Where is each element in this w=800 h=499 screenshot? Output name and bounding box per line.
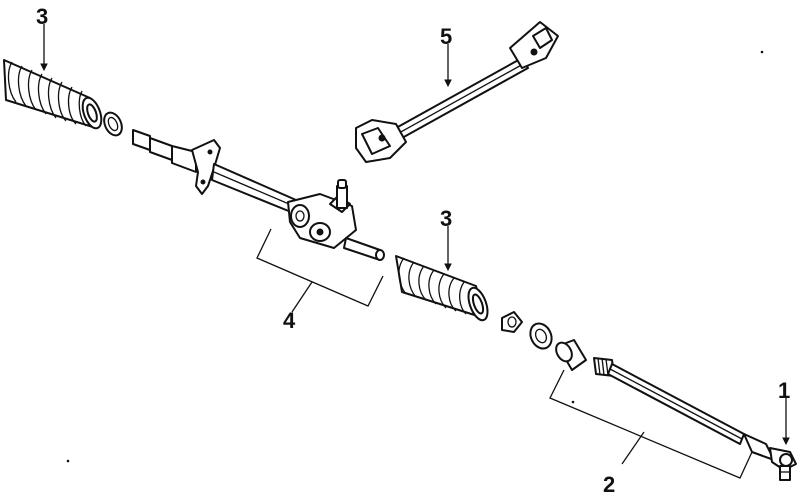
leader-lines: [40, 24, 790, 446]
callout-4-rack-gear: 4: [283, 308, 296, 333]
boot-clamp-right: [501, 311, 553, 350]
bellows-boot-right: [395, 255, 489, 322]
callout-5-intermediate-shaft: 5: [440, 24, 452, 49]
callout-3-right-boot: 3: [440, 206, 452, 231]
scan-speckles: [66, 50, 764, 463]
tie-rod: [555, 339, 745, 445]
callout-2-tie-rod: 2: [603, 472, 615, 497]
callout-1-tie-rod-end: 1: [778, 378, 790, 403]
group-bracket-2: [549, 369, 753, 479]
group-bracket-4: [256, 228, 384, 307]
rack-and-pinion-gear: [132, 129, 385, 261]
callout-3-left-boot: 3: [36, 4, 48, 29]
outer-tie-rod-end: [743, 433, 797, 481]
intermediate-shaft: [355, 21, 559, 163]
boot-clamp-left: [103, 111, 123, 137]
bellows-boot-left: [3, 59, 103, 130]
